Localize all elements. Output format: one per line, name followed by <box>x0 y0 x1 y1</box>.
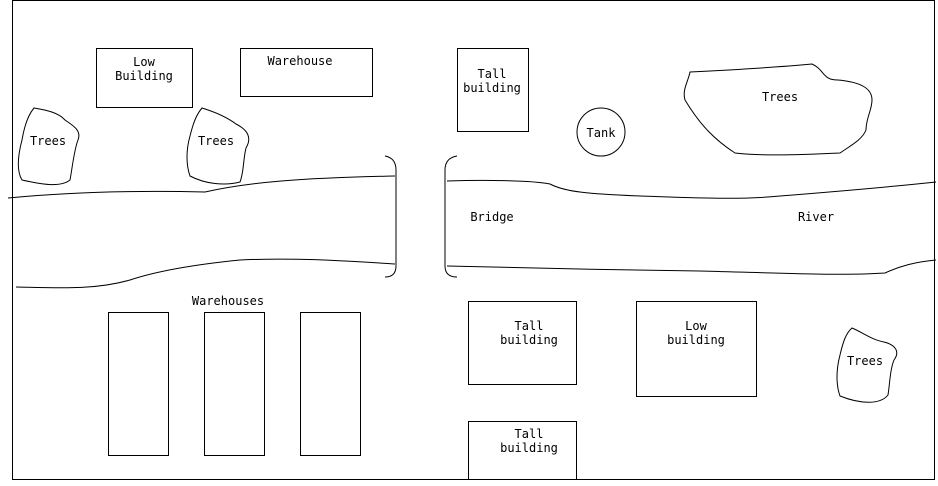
trees-se <box>836 327 898 403</box>
bridge-end-west <box>384 155 397 278</box>
low-building-s-label-1: Low <box>685 319 707 333</box>
tall-building-s1-label-1: Tall <box>515 319 544 333</box>
low-building-s <box>636 301 757 397</box>
warehouse-s2 <box>204 312 265 456</box>
tall-building-s2-label-1: Tall <box>515 427 544 441</box>
low-building-s-label-2: building <box>667 333 725 347</box>
bridge-end-east <box>444 155 458 278</box>
tall-building-n <box>457 48 529 132</box>
warehouse-s3 <box>300 312 361 456</box>
river-bank-south-west <box>15 258 396 289</box>
river-bank-south-east <box>446 259 937 275</box>
tall-building-s2 <box>468 421 577 480</box>
warehouses-label: Warehouses <box>192 294 264 308</box>
low-building-nw-label-2: Building <box>115 69 173 83</box>
low-building-nw <box>96 48 193 108</box>
tall-building-s2-label-2: building <box>500 441 558 455</box>
tank <box>576 107 626 157</box>
warehouse-n-label: Warehouse <box>267 54 332 68</box>
low-building-nw-label-1: Low <box>133 55 155 69</box>
trees-se-label: Trees <box>847 354 883 368</box>
tall-building-s1 <box>468 301 577 385</box>
trees-ne <box>683 63 873 156</box>
trees-w2 <box>186 107 250 185</box>
river-bank-north-west <box>7 175 396 199</box>
tall-building-n-label-2: building <box>463 81 521 95</box>
trees-w1-label: Trees <box>30 134 66 148</box>
river-bank-north-east <box>446 179 937 199</box>
warehouse-n <box>240 48 373 97</box>
bridge-label: Bridge <box>470 210 513 224</box>
tall-building-s1-label-2: building <box>500 333 558 347</box>
warehouse-s1 <box>108 312 169 456</box>
tall-building-n-label-1: Tall <box>478 67 507 81</box>
trees-w1 <box>17 107 80 186</box>
tank-label: Tank <box>587 126 617 140</box>
trees-w2-label: Trees <box>198 134 234 148</box>
river-label: River <box>798 210 834 224</box>
trees-ne-label: Trees <box>762 90 798 104</box>
